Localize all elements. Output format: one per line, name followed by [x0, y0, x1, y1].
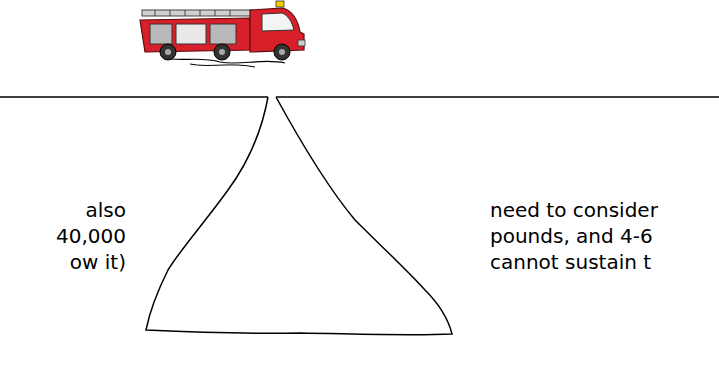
ground-line — [0, 96, 268, 98]
cavity-outline — [146, 97, 452, 335]
note-text: cannot sustain t — [490, 249, 651, 275]
note-text: 40,000 — [56, 223, 126, 249]
truck-wheel — [274, 44, 290, 60]
truck-ladder — [142, 10, 252, 16]
truck-body — [140, 18, 252, 52]
note-text: also — [86, 197, 126, 223]
truck-hub — [279, 49, 285, 55]
truck-window — [262, 13, 294, 31]
truck-panel — [150, 24, 172, 44]
truck-panel — [210, 24, 236, 44]
truck-hub — [219, 49, 225, 55]
truck-hub — [165, 49, 171, 55]
fire-truck — [140, 1, 305, 67]
truck-light — [276, 1, 284, 7]
note-text: pounds, and 4-6 — [490, 223, 653, 249]
truck-wheel — [214, 44, 230, 60]
note-text: need to consider — [490, 197, 658, 223]
truck-panel — [176, 24, 206, 44]
truck-wheel — [160, 44, 176, 60]
shadow-line — [190, 64, 255, 67]
truck-bumper — [298, 40, 305, 46]
note-text: ow it) — [70, 249, 126, 275]
ground-line — [276, 96, 719, 98]
